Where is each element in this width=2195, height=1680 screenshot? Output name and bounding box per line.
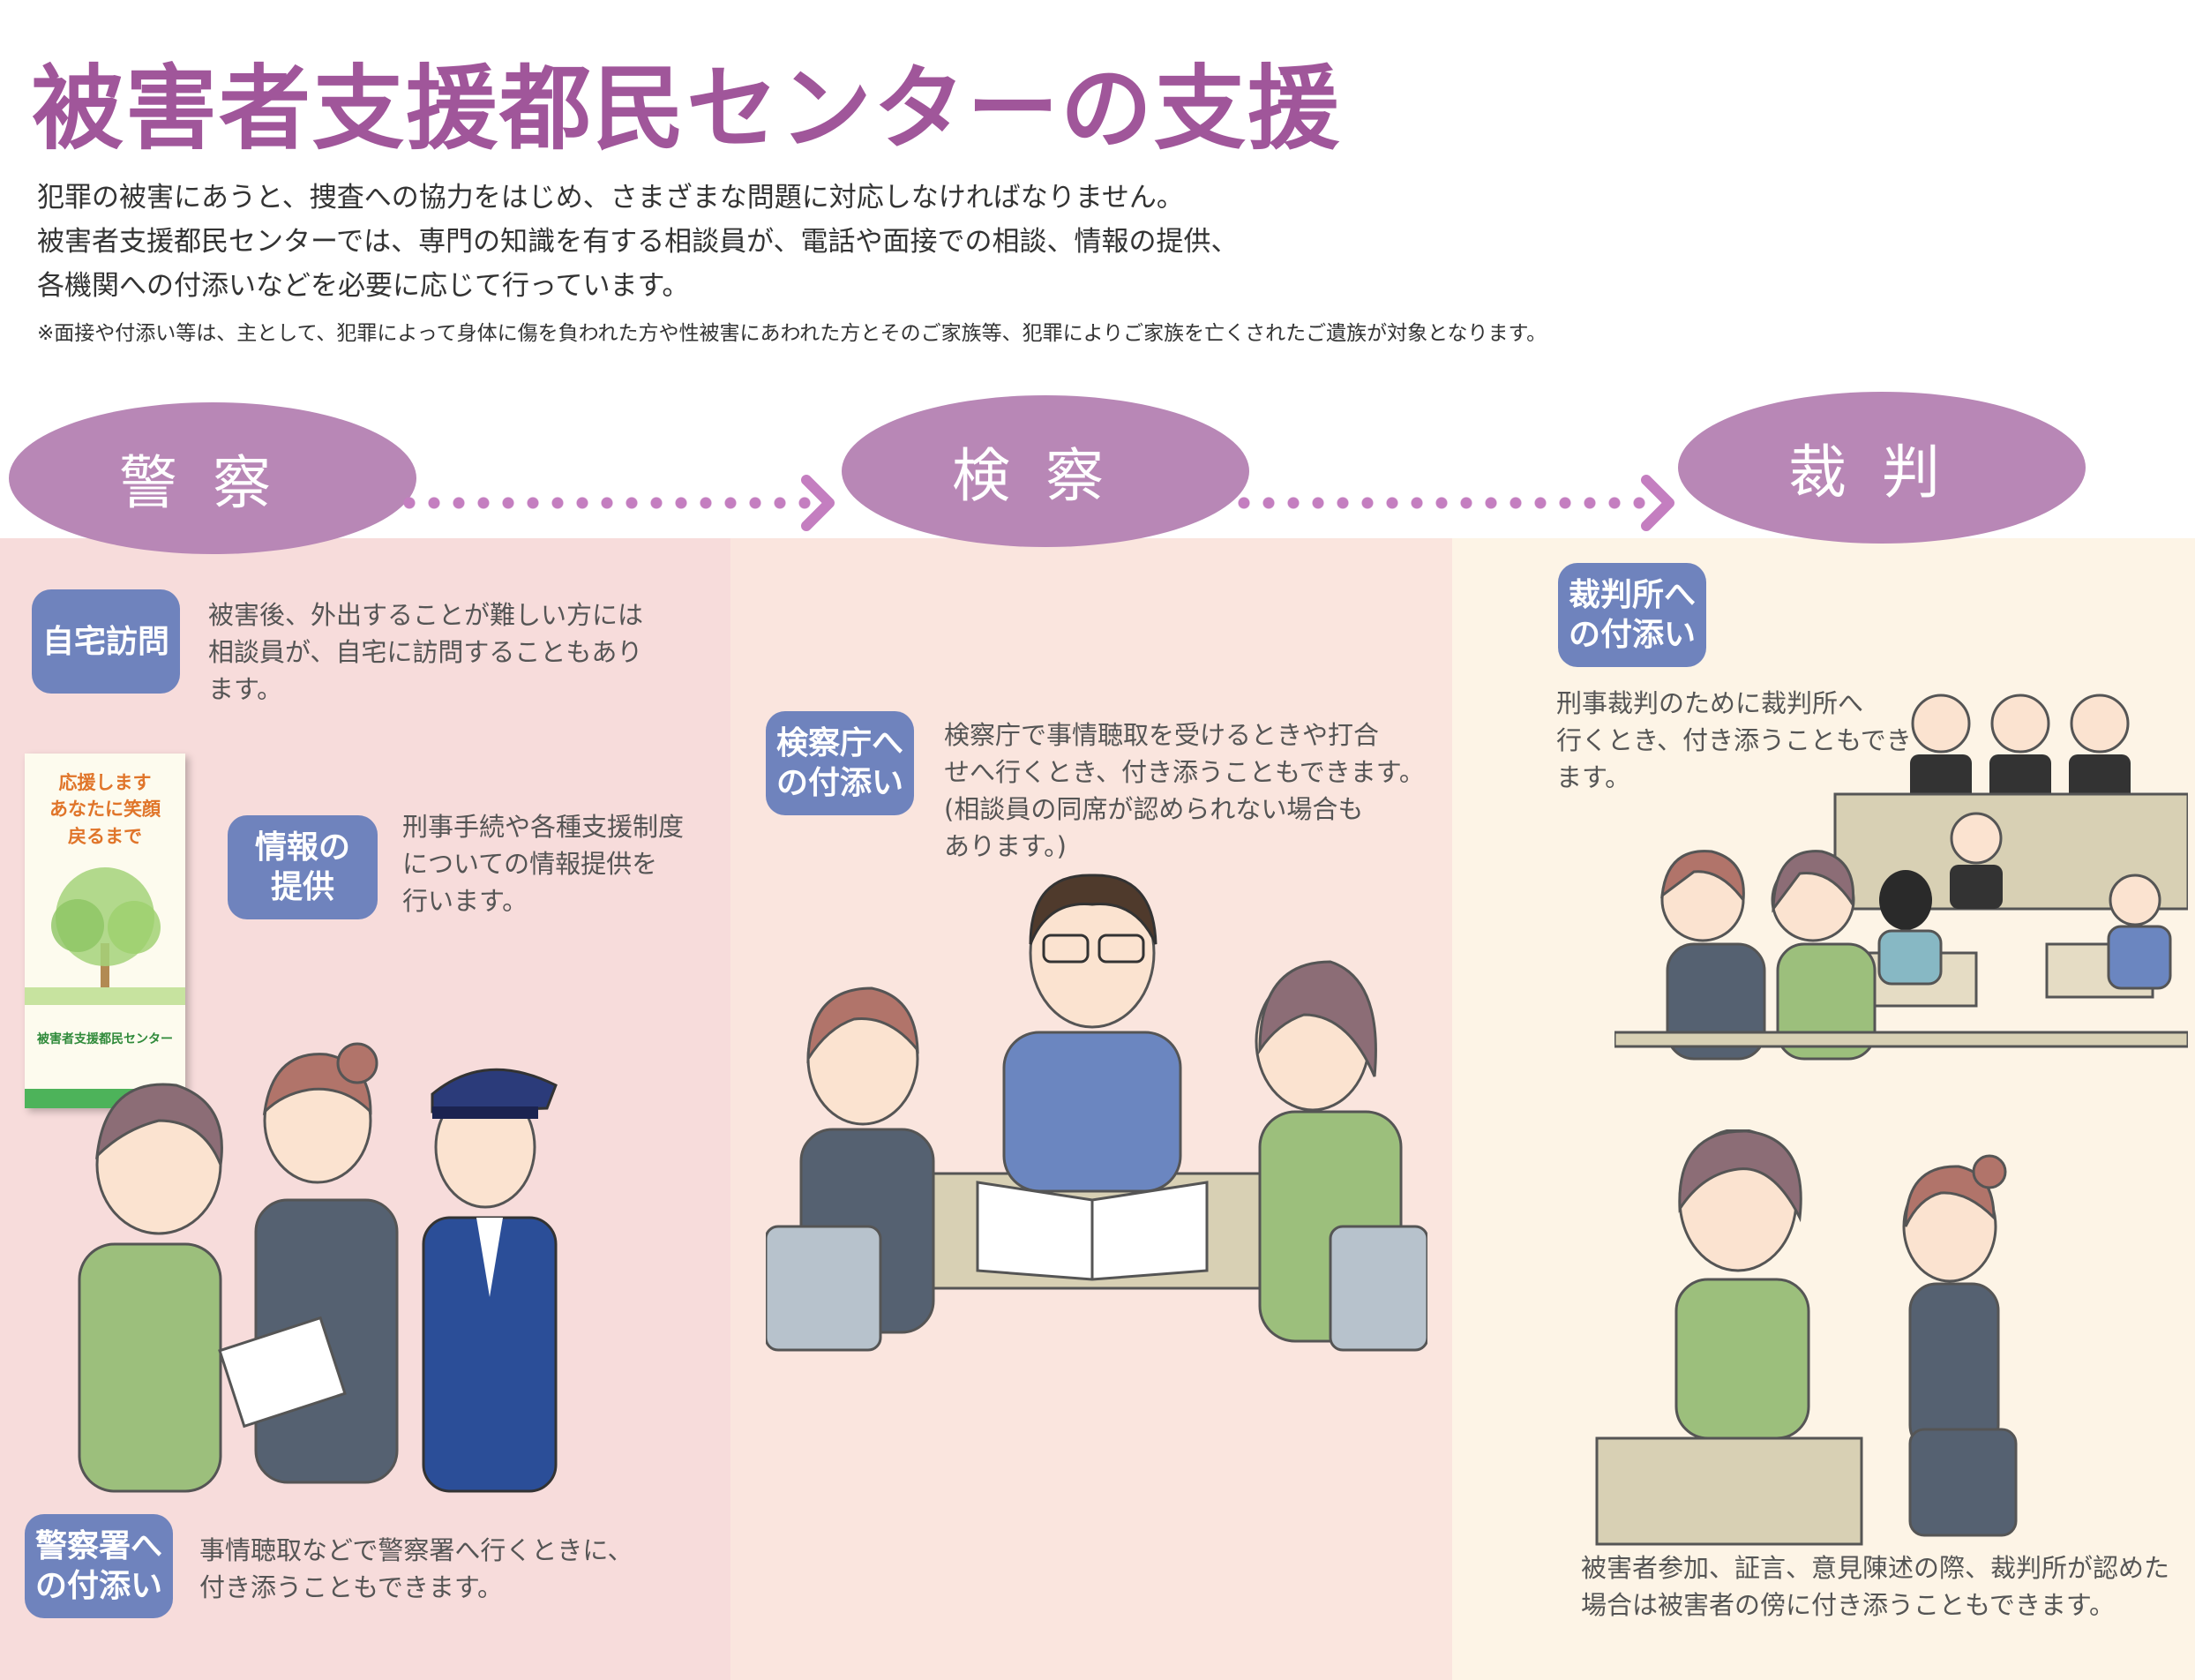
target-note: ※面接や付添い等は、主として、犯罪によって身体に傷を負われた方や性被害にあわれた… (37, 322, 1547, 345)
badge-home-visit: 自宅訪問 (32, 589, 180, 694)
page-title: 被害者支援都民センターの支援 (32, 55, 1342, 162)
stage-prosecution: 検察 (842, 395, 1249, 547)
tree-icon (25, 867, 185, 1006)
participation-desc: 被害者参加、証言、意見陳述の際、裁判所が認めた 場合は被害者の傍に付き添うことも… (1581, 1553, 2170, 1621)
home-visit-desc: 被害後、外出することが難しい方には 相談員が、自宅に訪問することもあり ます。 (208, 600, 644, 705)
badge-prosecution-escort: 検察庁への付添い (766, 711, 914, 815)
intro-line-1: 犯罪の被害にあうと、捜査への協力をはじめ、さまざまな問題に対応しなければなりませ… (37, 182, 1184, 214)
stage-trial: 裁判 (1678, 392, 2086, 544)
prosecution-escort-desc: 検察庁で事情聴取を受けるときや打合 せへ行くとき、付き添うこともできます。 (相… (944, 720, 1425, 862)
prosecution-illustration (766, 874, 1427, 1352)
flow-dots-1 (397, 496, 812, 510)
intro-line-3: 各機関への付添いなどを必要に応じて行っています。 (37, 270, 690, 302)
booklet-tagline: 応援します あなたに笑顔 戻るまで (49, 772, 161, 847)
arrow-right-icon (801, 475, 835, 531)
courtroom-illustration (1614, 694, 2188, 1061)
police-escort-desc: 事情聴取などで警察署へ行くときに、 付き添うこともできます。 (199, 1535, 633, 1603)
booklet-publisher: 被害者支援都民センター (37, 1032, 173, 1047)
flow-dots-2 (1232, 496, 1655, 510)
stage-police: 警察 (9, 402, 416, 554)
intro-line-2: 被害者支援都民センターでは、専門の知識を有する相談員が、電話や面接での相談、情報… (37, 226, 1239, 258)
badge-court-escort: 裁判所への付添い (1558, 563, 1706, 667)
court-escort-desc: 刑事裁判のために裁判所へ 行くとき、付き添うこともでき ます。 (1556, 688, 1912, 793)
arrow-right-icon (1641, 475, 1674, 531)
badge-info-provision: 情報の提供 (228, 815, 378, 919)
info-provision-desc: 刑事手続や各種支援制度 についての情報提供を 行います。 (402, 812, 685, 917)
badge-police-escort: 警察署への付添い (25, 1514, 173, 1618)
witness-illustration (1595, 1129, 2018, 1546)
police-illustration (78, 1042, 558, 1493)
